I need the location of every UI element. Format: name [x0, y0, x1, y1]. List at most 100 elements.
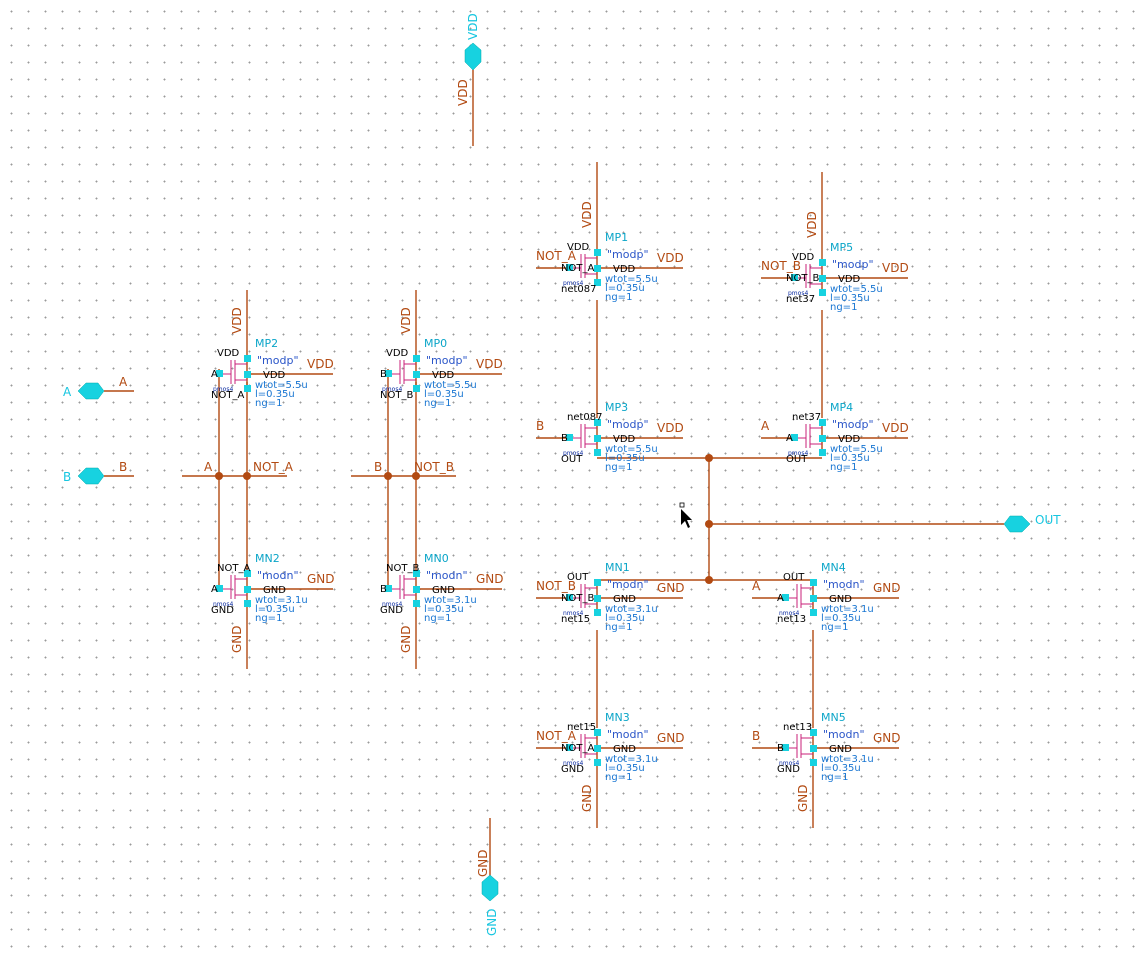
vdd-supply-symbol[interactable]: VDD VDD — [456, 13, 482, 146]
mn4-bottom-pin — [810, 609, 817, 616]
mn4-device-type: nmos4 — [779, 610, 799, 617]
vdd-port-label: VDD — [466, 13, 480, 40]
mn5-bulk-tap-label: GND — [829, 744, 852, 755]
mp3-bottom-terminal-label: OUT — [561, 454, 583, 465]
junction-out-mid — [705, 520, 713, 528]
mp1-param-length: l=0.35u — [605, 283, 645, 294]
mn3-instance-name: MN3 — [605, 711, 630, 724]
transistor-mp5[interactable]: VDDNOT_BMP5"modp"VDDVDDNOT_Bnet37VDDpmos… — [761, 172, 909, 313]
mp0-instance-name: MP0 — [424, 337, 447, 350]
mp2-gate-pin — [216, 370, 223, 377]
junction-not-b — [412, 472, 420, 480]
mp0-gate-label: B — [380, 369, 387, 380]
mp5-rail-label: VDD — [805, 211, 819, 238]
mp1-bottom-pin — [594, 279, 601, 286]
mn5-rail-label: GND — [796, 784, 810, 812]
mp4-param-wtot: wtot=5.5u — [830, 444, 883, 455]
mp1-instance-name: MP1 — [605, 231, 628, 244]
mp5-param-length: l=0.35u — [830, 293, 870, 304]
mp4-param-ng: ng=1 — [830, 462, 857, 473]
junction-not-a — [243, 472, 251, 480]
mp1-gate-label: NOT_A — [561, 263, 594, 274]
transistor-mp1[interactable]: VDDNOT_AMP1"modp"VDDVDDNOT_Anet087VDDpmo… — [536, 162, 684, 303]
mp5-bottom-terminal-label: net37 — [786, 294, 815, 305]
mp2-param-length: l=0.35u — [255, 389, 295, 400]
mp0-bottom-terminal-label: NOT_B — [380, 390, 413, 401]
port-a-shape — [77, 382, 105, 400]
mn4-top-terminal-label: OUT — [783, 572, 805, 583]
port-b-net-label: B — [119, 460, 127, 474]
mn5-param-wtot: wtot=3.1u — [821, 754, 874, 765]
mn1-model-name: "modn" — [607, 578, 649, 591]
mp0-top-terminal-label: VDD — [386, 348, 409, 359]
mn2-gate-pin — [216, 585, 223, 592]
output-port-out[interactable]: OUT — [709, 513, 1061, 533]
mp4-gate-pin — [791, 434, 798, 441]
mp4-model-name: "modp" — [832, 418, 874, 431]
mp5-top-terminal-label: VDD — [792, 252, 815, 263]
mp3-bottom-pin — [594, 449, 601, 456]
mp3-gate-label: B — [561, 433, 568, 444]
mp0-top-pin — [413, 355, 420, 362]
mp0-param-length: l=0.35u — [424, 389, 464, 400]
gnd-wire-label: GND — [476, 849, 490, 877]
mp3-param-ng: ng=1 — [605, 462, 632, 473]
mn2-gate-label: A — [211, 584, 218, 595]
mn1-param-length: l=0.35u — [605, 613, 645, 624]
mp5-gate-label: NOT_B — [786, 273, 819, 284]
mp2-param-wtot: wtot=5.5u — [255, 380, 308, 391]
mn5-top-terminal-label: net13 — [783, 722, 812, 733]
net-label-b: B — [374, 460, 382, 474]
mp1-param-ng: ng=1 — [605, 292, 632, 303]
junction-out-top — [705, 454, 713, 462]
mn1-param-ng: ng=1 — [605, 622, 632, 633]
mn2-model-name: "modn" — [257, 569, 299, 582]
mp1-bottom-terminal-label: net087 — [561, 284, 597, 295]
mn3-bottom-terminal-label: GND — [561, 764, 584, 775]
mp1-rail-label: VDD — [580, 201, 594, 228]
mp0-device-type: pmos4 — [382, 386, 402, 393]
mn5-param-ng: ng=1 — [821, 772, 848, 783]
gnd-supply-symbol[interactable]: GND GND — [476, 818, 499, 936]
mp4-top-pin — [819, 419, 826, 426]
port-out-shape — [1003, 515, 1031, 533]
mn0-bottom-terminal-label: GND — [380, 605, 403, 616]
mp5-model-name: "modp" — [832, 258, 874, 271]
mn0-rail-label: GND — [399, 625, 413, 653]
mp4-param-length: l=0.35u — [830, 453, 870, 464]
mn3-param-length: l=0.35u — [605, 763, 645, 774]
mp3-top-pin — [594, 419, 601, 426]
mn3-model-name: "modn" — [607, 728, 649, 741]
junction-out-bottom — [705, 576, 713, 584]
mn1-bulk-pin — [594, 595, 601, 602]
mp0-bulk-net-label: VDD — [476, 357, 503, 371]
mn2-bulk-net-label: GND — [307, 572, 335, 586]
input-port-a[interactable]: A A — [63, 375, 134, 400]
mn3-top-terminal-label: net15 — [567, 722, 596, 733]
input-port-b[interactable]: B B — [63, 460, 134, 485]
mn2-bulk-pin — [244, 586, 251, 593]
mp2-bulk-tap-label: VDD — [263, 370, 286, 381]
mn3-bulk-tap-label: GND — [613, 744, 636, 755]
mp4-bulk-tap-label: VDD — [838, 434, 861, 445]
mp2-instance-name: MP2 — [255, 337, 278, 350]
mp0-model-name: "modp" — [426, 354, 468, 367]
mp2-gate-label: A — [211, 369, 218, 380]
mp3-bulk-net-label: VDD — [657, 421, 684, 435]
vdd-wire-label: VDD — [456, 79, 470, 106]
junction-b — [384, 472, 392, 480]
mn1-bottom-terminal-label: net15 — [561, 614, 590, 625]
mp5-param-wtot: wtot=5.5u — [830, 284, 883, 295]
transistor-mn3[interactable]: GNDNOT_AMN3"modn"GNDnet15NOT_AGNDGNDnmos… — [536, 711, 685, 828]
mp0-param-ng: ng=1 — [424, 398, 451, 409]
